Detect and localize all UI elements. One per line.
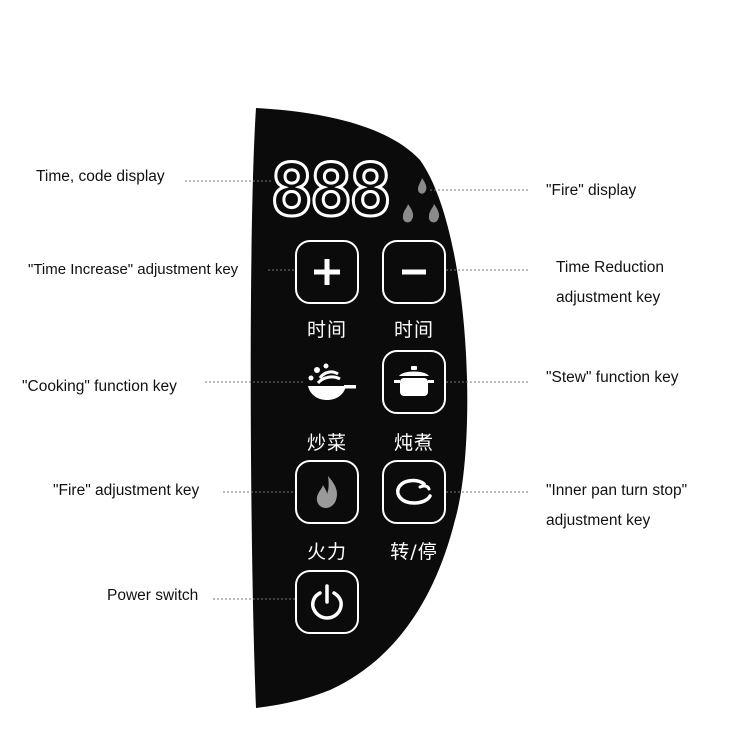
label-fire-display: "Fire" display — [546, 182, 637, 199]
label-turn-stop: "Inner pan turn stop" adjustment key — [546, 481, 687, 531]
label-turn-stop-line2: adjustment key — [546, 512, 651, 529]
pot-icon — [394, 366, 434, 396]
inner-pan-turn-stop-button[interactable] — [382, 460, 446, 524]
key-label-fire: 火力 — [306, 541, 347, 563]
time-reduction-button[interactable] — [382, 240, 446, 304]
key-label-time-reduction: 时间 — [393, 319, 434, 341]
minus-icon — [402, 269, 426, 275]
fire-display-icon — [402, 178, 440, 223]
label-time-display: Time, code display — [36, 168, 165, 185]
key-label-time-increase: 时间 — [306, 319, 347, 341]
label-stew: "Stew" function key — [546, 369, 679, 386]
plus-icon — [314, 259, 340, 285]
key-label-stew: 炖煮 — [393, 432, 434, 454]
label-time-reduction-line1: Time Reduction — [556, 259, 664, 276]
cooking-function-button[interactable] — [302, 360, 358, 404]
wok-icon — [308, 363, 356, 400]
time-code-display: 888 — [269, 148, 394, 232]
stew-function-button[interactable] — [382, 350, 446, 414]
label-fire-adjust: "Fire" adjustment key — [53, 482, 200, 499]
key-label-cooking: 炒菜 — [306, 432, 347, 454]
label-time-reduction-line2: adjustment key — [556, 289, 661, 306]
label-cooking: "Cooking" function key — [22, 378, 177, 395]
label-turn-stop-line1: "Inner pan turn stop" — [546, 482, 688, 499]
fire-adjustment-button[interactable] — [295, 460, 359, 524]
power-icon — [311, 584, 343, 620]
rotate-icon — [396, 478, 432, 505]
flame-icon — [316, 476, 338, 508]
label-power: Power switch — [107, 587, 199, 604]
key-label-turn-stop: 转/停 — [390, 541, 438, 563]
label-time-increase: "Time Increase" adjustment key — [28, 261, 239, 278]
leader-lines — [185, 180, 530, 600]
control-panel-body — [250, 108, 468, 708]
time-increase-button[interactable] — [295, 240, 359, 304]
label-time-reduction: Time Reduction adjustment key — [556, 258, 664, 308]
power-switch-button[interactable] — [295, 570, 359, 634]
